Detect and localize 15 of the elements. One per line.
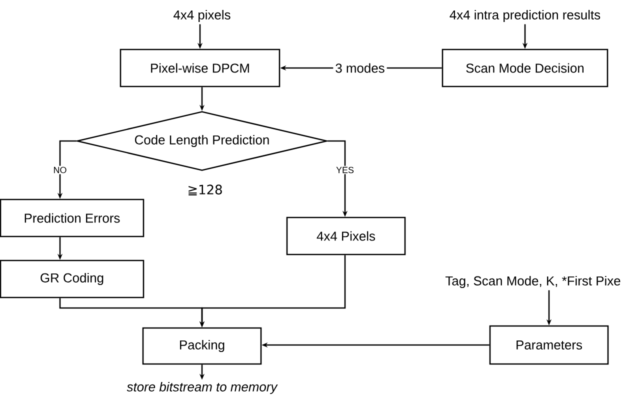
- process-box: Prediction Errors: [0, 198, 144, 238]
- output-label: store bitstream to memory: [126, 382, 278, 394]
- process-box: GR Coding: [0, 260, 144, 298]
- process-box: Pixel-wise DPCM: [120, 48, 280, 88]
- process-box: Scan Mode Decision: [442, 48, 608, 88]
- input-label: 4x4 pixels: [174, 10, 230, 22]
- condition-label: ≧128: [188, 184, 222, 196]
- process-box: 4x4 Pixels: [286, 216, 406, 256]
- input-label: Tag, Scan Mode, K, *First Pixe: [445, 276, 620, 288]
- edge-label: NO: [52, 166, 68, 174]
- process-box: Packing: [142, 327, 262, 365]
- process-box: Parameters: [489, 325, 609, 365]
- edge-label: YES: [335, 166, 355, 174]
- input-label: 4x4 intra prediction results: [450, 10, 600, 22]
- edge-label: 3 modes: [333, 61, 387, 75]
